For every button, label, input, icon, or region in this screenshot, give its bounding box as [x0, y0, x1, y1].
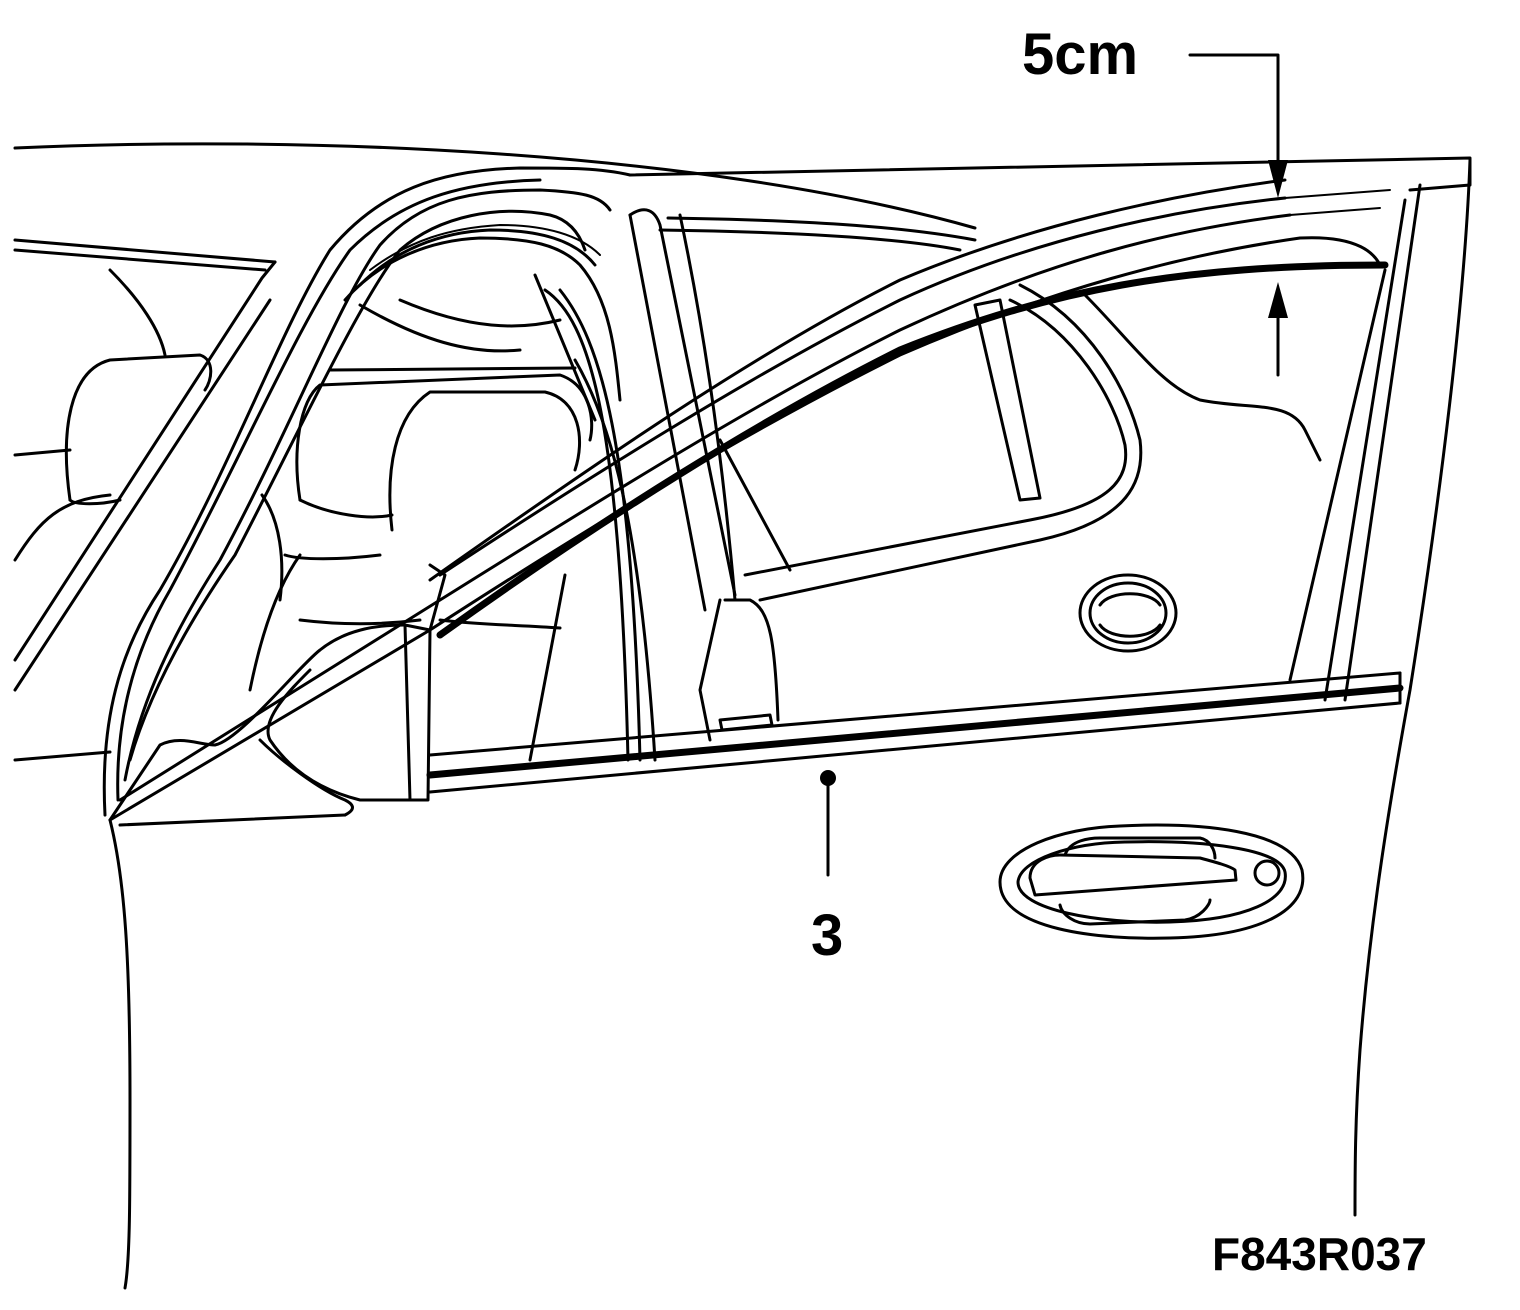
dimension-label: 5cm [1022, 22, 1138, 87]
rear-door-window [658, 216, 1322, 653]
window-deflector [108, 156, 1472, 822]
figure-code-label: F843R037 [1212, 1228, 1427, 1280]
car-body-outline [13, 142, 977, 762]
up-arrowhead [1268, 282, 1288, 318]
callout-3-leader [820, 770, 836, 877]
dimension-indicator [1188, 53, 1288, 377]
front-door-handle [998, 823, 1305, 940]
side-mirror [108, 563, 447, 822]
down-arrowhead [1268, 160, 1288, 198]
front-door-panel [108, 158, 1472, 1290]
seats-interior [13, 268, 597, 762]
callout-number-label: 3 [811, 903, 843, 968]
rear-window-frame [13, 260, 277, 692]
front-door-frame [102, 166, 632, 817]
